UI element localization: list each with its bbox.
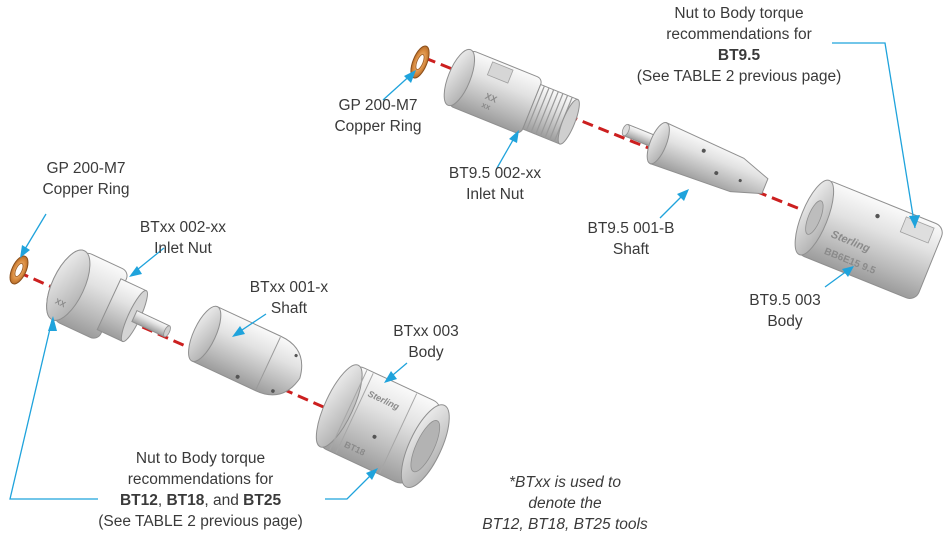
leader-top-torque (832, 42, 916, 229)
top-body-line1: BT9.5 003 (749, 292, 821, 309)
top-torque-label: Nut to Body torque recommendations for B… (608, 3, 870, 87)
top-torque-line2: recommendations for (666, 26, 812, 43)
leader-top-nut-arrow (509, 130, 519, 143)
leader-left-ring-arrow (20, 245, 30, 258)
bottom-torque-bt18: BT18 (166, 492, 205, 509)
left-inlet-nut: XX (46, 249, 171, 343)
top-nut-label: BT9.5 002-xx Inlet Nut (430, 163, 560, 205)
top-nut-marking: XX (484, 91, 499, 105)
top-ring-line1: GP 200-M7 (338, 97, 418, 114)
leader-left-ring (21, 213, 47, 255)
leader-left-nut-arrow (129, 266, 142, 277)
top-shaft-label: BT9.5 001-B Shaft (566, 218, 696, 260)
top-ring-label: GP 200-M7 Copper Ring (318, 95, 438, 137)
top-nut-line1: BT9.5 002-xx (448, 165, 542, 182)
footnote: *BTxx is used to denote the BT12, BT18, … (445, 472, 685, 535)
bottom-torque-line2: recommendations for (127, 471, 274, 488)
bottom-torque-models: BT12, BT18, and BT25 (58, 490, 343, 511)
top-torque-line1: Nut to Body torque (674, 5, 804, 22)
leader-left-body-arrow (384, 371, 397, 383)
left-nut-line1: BTxx 002-xx (139, 219, 227, 236)
bottom-torque-label: Nut to Body torque recommendations for B… (58, 448, 343, 532)
top-nut-line2: Inlet Nut (466, 186, 524, 203)
leader-top-body-arrow (842, 266, 854, 277)
leader-top-torque-arrow (909, 215, 920, 228)
leader-bottom-torque-left-arrow (48, 316, 57, 331)
footnote-line3: BT12, BT18, BT25 tools (482, 516, 648, 533)
left-shaft (188, 305, 303, 396)
top-copper-ring (410, 45, 430, 79)
left-nut-label: BTxx 002-xx Inlet Nut (118, 217, 248, 259)
left-shaft-line1: BTxx 001-x (249, 279, 329, 296)
leader-lines (9, 42, 920, 500)
leader-bottom-torque-right-arrow (366, 468, 378, 480)
left-body-line2: Body (408, 344, 444, 361)
leader-top-ring-arrow (404, 70, 416, 83)
top-body: Sterling BB6E15 9.5 (794, 179, 943, 299)
top-shaft (621, 122, 769, 195)
top-body-label: BT9.5 003 Body (725, 290, 845, 332)
top-body-line2: Body (767, 313, 803, 330)
leader-top-shaft-arrow (677, 189, 689, 201)
top-assembly: XX xx Sterling BB6E15 9.5 (410, 45, 943, 299)
footnote-line2: denote the (528, 495, 602, 512)
leader-left-shaft-arrow (232, 326, 245, 337)
left-shaft-label: BTxx 001-x Shaft (224, 277, 354, 319)
top-torque-model: BT9.5 (717, 47, 761, 64)
bottom-torque-line4: (See TABLE 2 previous page) (98, 513, 303, 530)
bottom-torque-sep2: , and (204, 492, 244, 509)
bottom-torque-bt25: BT25 (243, 492, 282, 509)
left-ring-line1: GP 200-M7 (46, 160, 126, 177)
bottom-torque-line1: Nut to Body torque (135, 450, 266, 467)
left-nut-marking: XX (54, 297, 68, 310)
left-body: Sterling BT18 (315, 364, 450, 488)
left-shaft-line2: Shaft (270, 300, 308, 317)
left-nut-line2: Inlet Nut (154, 240, 212, 257)
bottom-torque-bt12: BT12 (119, 492, 158, 509)
left-body-line1: BTxx 003 (393, 323, 459, 340)
top-shaft-line1: BT9.5 001-B (587, 220, 675, 237)
left-ring-label: GP 200-M7 Copper Ring (26, 158, 146, 200)
left-ring-line2: Copper Ring (42, 181, 130, 198)
leader-bottom-torque-right (325, 471, 375, 500)
footnote-line1: *BTxx is used to (509, 474, 621, 491)
left-assembly: XX Sterling BT18 (9, 249, 450, 488)
top-inlet-nut: XX xx (443, 48, 580, 145)
bottom-torque-sep1: , (157, 492, 167, 509)
top-nut-marking-2: xx (480, 100, 492, 112)
top-torque-line4: (See TABLE 2 previous page) (636, 68, 842, 85)
leader-bottom-torque-left (9, 319, 98, 500)
top-ring-line2: Copper Ring (334, 118, 422, 135)
top-shaft-line2: Shaft (612, 241, 650, 258)
left-copper-ring (9, 255, 29, 285)
left-body-label: BTxx 003 Body (366, 321, 486, 363)
